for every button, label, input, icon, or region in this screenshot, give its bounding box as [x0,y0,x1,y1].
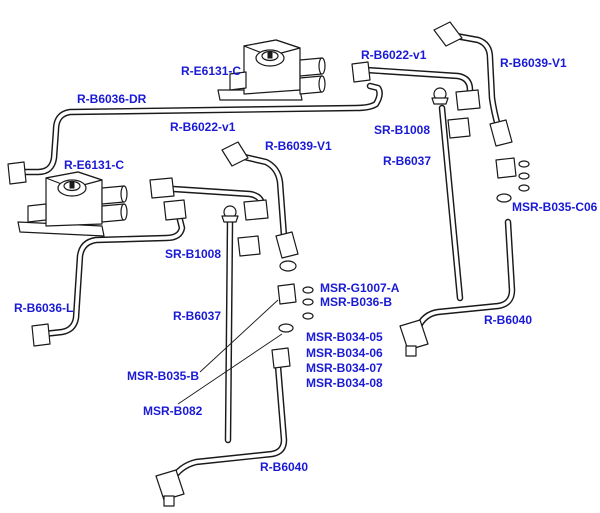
valve-r-e6131-c-top [217,39,326,101]
label-r-e6131-c-top: R-E6131-C [181,64,241,78]
label-msr-b036-b: MSR-B036-B [320,295,392,309]
tube-r-b6039-v1-top [452,32,502,130]
label-msr-b034-07: MSR-B034-07 [306,361,383,375]
label-msr-b082: MSR-B082 [143,404,203,418]
fitting-top-elbow [351,21,463,83]
label-r-b6040-bottom: R-B6040 [260,460,308,474]
nut-right-bottom [399,319,429,357]
label-r-b6039-v1-mid: R-B6039-V1 [265,139,332,153]
label-r-e6131-c-left: R-E6131-C [64,158,124,172]
label-msr-b034-08: MSR-B034-08 [306,376,383,390]
nut-bottom [155,469,185,507]
fitting-mid-elbow [221,141,249,167]
tube-r-b6039-v1-mid [236,152,288,240]
nut-right [489,119,530,203]
tube-r-b6037-left [224,218,234,444]
tube-r-b6036-l [40,208,186,338]
label-msr-g1007-a: MSR-G1007-A [320,281,400,295]
tube-r-b6040-right [414,218,516,332]
label-r-b6036-l: R-B6036-L [14,301,73,315]
fitting-small-caps [7,161,51,347]
label-sr-b1008-left: SR-B1008 [165,247,221,261]
label-r-b6022-v1-mid: R-B6022-v1 [170,120,236,134]
tube-r-b6022-v1-top [362,66,474,102]
fitting-right-tee [431,87,481,139]
label-msr-b034-05: MSR-B034-05 [306,330,383,344]
label-sr-b1008-right: SR-B1008 [374,123,430,137]
valve-r-e6131-c-left [17,171,128,237]
label-r-b6036-dr: R-B6036-DR [77,92,147,106]
label-msr-b035-b: MSR-B035-B [127,369,199,383]
fitting-left-tee [149,177,269,257]
labels: R-E6131-C R-B6022-v1 R-B6039-V1 R-B6036-… [14,48,598,474]
tube-r-b6036-dr [18,82,383,176]
label-r-b6037-right: R-B6037 [383,154,431,168]
label-r-b6039-v1-top: R-B6039-V1 [500,56,567,70]
tube-r-b6037-right [438,104,464,302]
nut-left [275,231,299,272]
label-r-b6037-left: R-B6037 [173,309,221,323]
label-r-b6022-v1-top: R-B6022-v1 [361,48,427,62]
label-r-b6040-right: R-B6040 [484,313,532,327]
leader-lines [177,299,283,405]
tube-r-b6040-bottom [168,362,288,484]
label-msr-b035-c06: MSR-B035-C06 [512,200,598,214]
fitting-adapter-stack [271,283,314,369]
label-msr-b034-06: MSR-B034-06 [306,346,383,360]
